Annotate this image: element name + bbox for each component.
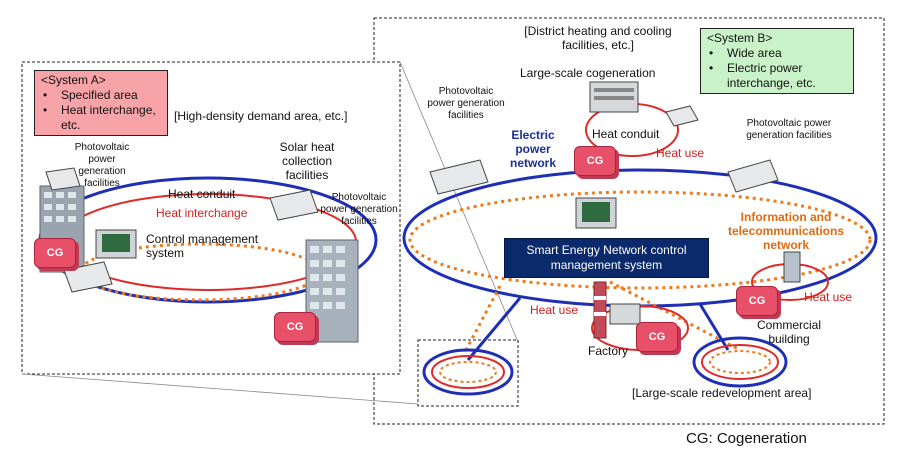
- zoom-source-frame: [417, 339, 519, 407]
- heat-use-left-label: Heat use: [530, 303, 579, 317]
- telecom-branch-left: [463, 285, 502, 353]
- telecom-network-ring: [408, 190, 872, 290]
- cg-icon: CG: [636, 322, 678, 352]
- cogeneration-label: Large-scale cogeneration: [520, 66, 656, 80]
- redevelopment-area-label: [Large-scale redevelopment area]: [632, 386, 812, 400]
- factory-icon: [593, 281, 641, 339]
- center-control-computer-icon: [575, 197, 617, 229]
- area-ring-outer-left: [422, 348, 514, 396]
- pv-left-label: Photovoltaic power generation facilities: [74, 142, 130, 189]
- heat-conduit-label: Heat conduit: [168, 187, 236, 201]
- commercial-building-icon: [783, 251, 801, 283]
- pv-right-label: Photovoltaic power generation facilities: [320, 192, 398, 227]
- cogeneration-plant-icon: [589, 81, 639, 113]
- area-ring-telecom-right: [709, 350, 771, 374]
- zoom-line-top: [399, 61, 519, 343]
- system-a-title: <System A>: [41, 73, 106, 87]
- electric-network-label: Electric power network: [509, 128, 556, 170]
- system-b-box: <System B> Wide area Electric power inte…: [700, 28, 854, 94]
- system-a-item: Heat interchange, etc.: [41, 103, 161, 133]
- high-density-area-label: [High-density demand area, etc.]: [174, 109, 348, 123]
- cg-icon: CG: [574, 146, 616, 176]
- area-ring-heat-right: [701, 344, 779, 380]
- system-a-box: <System A> Specified area Heat interchan…: [34, 70, 168, 136]
- commercial-building-label: Commercial building: [756, 318, 821, 346]
- system-a-item: Specified area: [41, 88, 161, 103]
- pv-panel-icon: [45, 159, 779, 293]
- pv-right-facilities-label: Photovoltaic power generation facilities: [746, 118, 832, 141]
- heat-use-top-label: Heat use: [656, 146, 705, 160]
- smart-energy-network-box: Smart Energy Network control management …: [504, 238, 709, 278]
- system-b-item: Wide area: [707, 46, 847, 61]
- heat-conduit-house-icon: [665, 105, 699, 127]
- cg-icon: CG: [274, 312, 316, 342]
- area-ring-outer-right: [692, 336, 788, 388]
- cg-icon: CG: [736, 286, 778, 316]
- system-b-title: <System B>: [707, 31, 773, 45]
- telecom-network-label: Information and telecommunications netwo…: [727, 210, 845, 252]
- system-b-frame: [373, 17, 885, 425]
- cg-icon: CG: [34, 238, 76, 268]
- heat-interchange-label: Heat interchange: [156, 206, 248, 220]
- heat-use-right-label: Heat use: [804, 290, 853, 304]
- area-ring-telecom-left: [439, 361, 497, 383]
- pv-top-left-label: Photovoltaic power generation facilities: [427, 86, 505, 121]
- control-management-label: Control management system: [146, 232, 259, 260]
- electric-branch-bottom: [698, 303, 730, 351]
- cg-legend: CG: Cogeneration: [686, 430, 807, 447]
- area-ring-heat-left: [431, 355, 505, 389]
- system-b-item: Electric power interchange, etc.: [707, 61, 847, 91]
- factory-label: Factory: [588, 344, 629, 358]
- left-control-computer-icon: [95, 229, 137, 259]
- heat-conduit-right-label: Heat conduit: [592, 127, 660, 141]
- solar-heat-label: Solar heat collection facilities: [279, 140, 335, 182]
- district-heating-label: [District heating and cooling facilities…: [524, 24, 672, 52]
- zoom-line-bottom: [21, 373, 419, 405]
